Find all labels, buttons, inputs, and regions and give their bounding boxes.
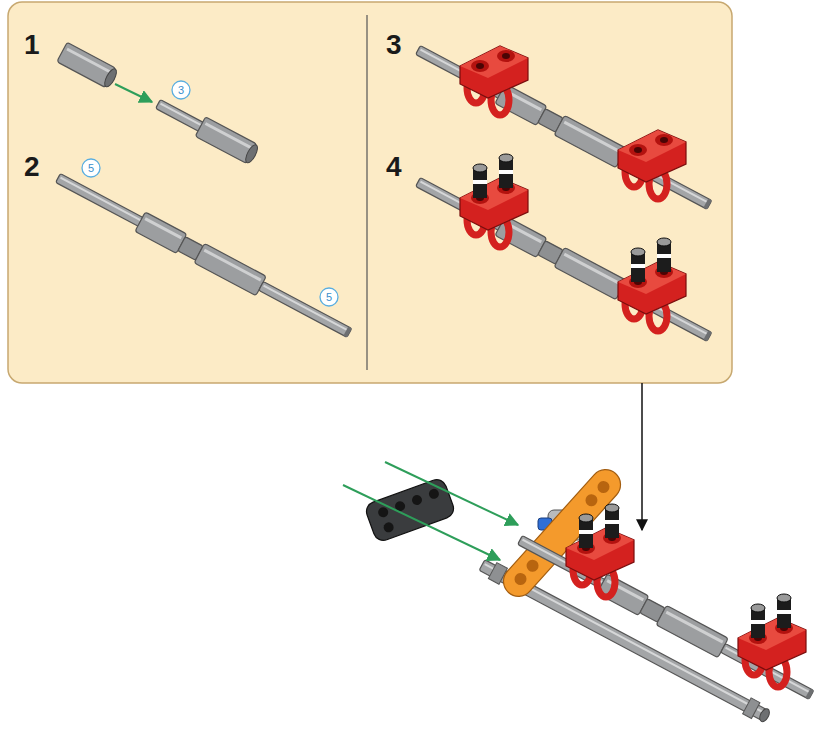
step-number: 2 xyxy=(24,152,40,182)
placement-arrow xyxy=(641,383,643,530)
callout-circle xyxy=(320,288,338,306)
friction-pins xyxy=(473,154,513,198)
red-clip xyxy=(460,178,528,247)
callout-circle xyxy=(82,159,100,177)
red-clip xyxy=(566,528,634,597)
red-clip xyxy=(738,618,806,687)
callout-number: 5 xyxy=(320,288,338,306)
callout-circle xyxy=(172,81,190,99)
instruction-panel xyxy=(8,2,732,383)
lower-axle xyxy=(478,557,773,725)
axle-assembly xyxy=(515,530,817,704)
red-clip xyxy=(618,262,686,331)
step-number: 1 xyxy=(24,30,40,60)
step-number: 4 xyxy=(386,152,402,182)
red-clip xyxy=(460,46,528,115)
red-clip xyxy=(618,130,686,199)
callout-number: 5 xyxy=(82,159,100,177)
insert-arrow xyxy=(343,485,500,560)
step-number: 3 xyxy=(386,30,402,60)
axle-assembly xyxy=(413,172,715,346)
axle-assembly xyxy=(413,40,715,214)
friction-pins xyxy=(631,238,671,282)
insert-arrow xyxy=(115,84,152,102)
callout-number: 3 xyxy=(172,81,190,99)
axle-assembly xyxy=(53,168,355,342)
friction-pins xyxy=(751,594,791,638)
panel-divider xyxy=(366,15,367,370)
friction-pins xyxy=(579,504,619,548)
axle-connector xyxy=(153,94,260,165)
connector-part xyxy=(57,42,119,89)
